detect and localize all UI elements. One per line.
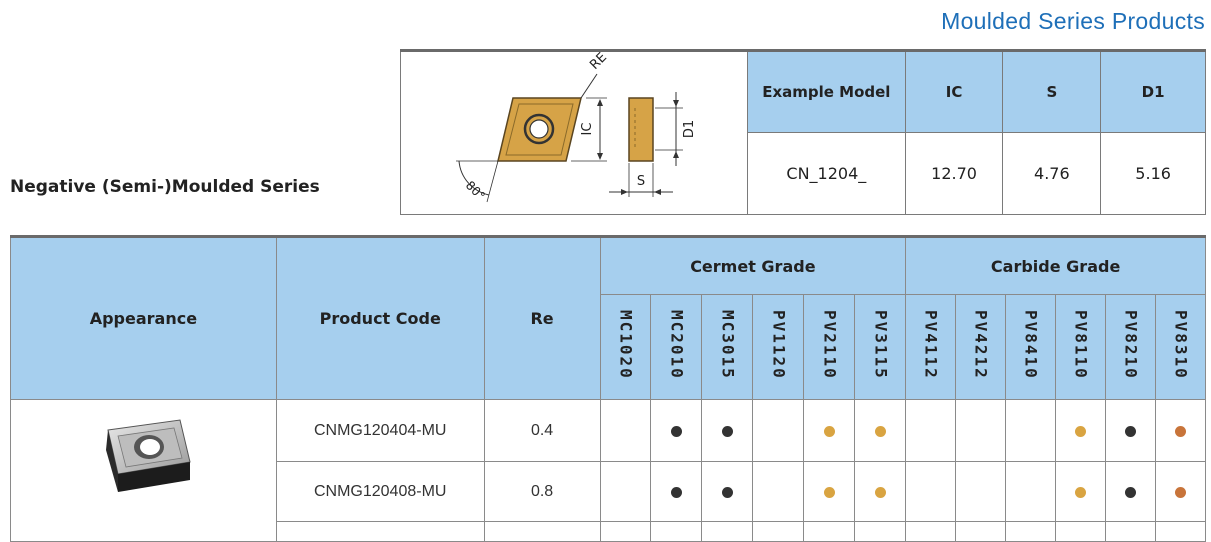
grade-pv8210-header: PV8210 (1105, 294, 1156, 400)
re-label: RE (588, 52, 611, 73)
grade-pv1120-header: PV1120 (752, 294, 805, 400)
grade-cell (905, 461, 957, 522)
insert-product-image (106, 419, 192, 492)
grade-cell (854, 399, 907, 462)
series-title: Negative (Semi-)Moulded Series (10, 177, 320, 197)
grade-cell (650, 399, 703, 462)
availability-dot (1125, 487, 1137, 498)
grade-cell (1105, 461, 1156, 522)
product-code-header: Product Code (275, 236, 485, 400)
s-label: S (637, 174, 645, 189)
grade-cell (1055, 461, 1107, 522)
availability-dot (1175, 426, 1186, 437)
grade-mc1020-header: MC1020 (599, 294, 652, 400)
s-header: S (1002, 50, 1102, 133)
appearance-cell (10, 399, 277, 542)
example-model-value: CN_1204_ (746, 132, 906, 215)
ic-header: IC (904, 50, 1004, 133)
grade-cell (905, 399, 957, 462)
table-row: CNMG120404-MU 0.4 (10, 399, 1206, 542)
carbide-grade-header: Carbide Grade (905, 236, 1206, 295)
availability-dot (823, 426, 835, 437)
availability-dot (670, 426, 682, 437)
availability-dot (670, 487, 682, 498)
availability-dot (1175, 487, 1186, 498)
angle-label: 80° (463, 178, 488, 203)
insert-edge (505, 103, 575, 156)
grade-cell (650, 461, 703, 522)
re-cell: 0.8 (483, 461, 601, 522)
grade-cell (803, 461, 856, 522)
grade-pv8410-header: PV8410 (1005, 294, 1057, 400)
grade-cell (854, 461, 907, 522)
availability-dot (1125, 426, 1137, 437)
grade-cell (955, 399, 1007, 462)
availability-dot (1075, 487, 1087, 498)
product-code-cell: CNMG120408-MU (275, 461, 485, 522)
product-code-cell: CNMG120404-MU (275, 399, 485, 462)
d1-value: 5.16 (1100, 132, 1206, 215)
insert-side-view (628, 97, 655, 162)
s-value: 4.76 (1002, 132, 1102, 215)
grade-pv4112-header: PV4112 (905, 294, 957, 400)
ic-value: 12.70 (904, 132, 1004, 215)
grade-cell (1105, 399, 1156, 462)
grade-pv8110-header: PV8110 (1055, 294, 1107, 400)
re-leader (581, 73, 598, 99)
grade-mc2010-header: MC2010 (650, 294, 703, 400)
re-header: Re (483, 236, 601, 400)
d1-label: D1 (682, 120, 697, 138)
availability-dot (874, 487, 886, 498)
d1-header: D1 (1100, 50, 1206, 133)
example-model-header: Example Model (746, 50, 906, 133)
grade-mc3015-header: MC3015 (701, 294, 754, 400)
grade-cell (803, 399, 856, 462)
grade-pv2110-header: PV2110 (803, 294, 856, 400)
grade-pv4212-header: PV4212 (955, 294, 1007, 400)
availability-dot (721, 487, 733, 498)
availability-dot (1075, 426, 1087, 437)
grade-cell (1155, 399, 1206, 462)
grade-cell (1055, 399, 1107, 462)
grade-cell (752, 461, 805, 522)
availability-dot (874, 426, 886, 437)
example-model-table: RE IC 80° (400, 49, 1206, 215)
re-cell: 0.4 (483, 399, 601, 462)
ic-label: IC (580, 123, 595, 136)
table-row: CNMG120408-MU 0.8 (11, 461, 1206, 522)
grade-cell (599, 461, 652, 522)
availability-dot (721, 426, 733, 437)
grade-cell (599, 399, 652, 462)
brand-title: Moulded Series Products (941, 8, 1205, 34)
grade-cell (1005, 399, 1057, 462)
grade-pv3115-header: PV3115 (854, 294, 907, 400)
availability-dot (823, 487, 835, 498)
product-table: Appearance Product Code Re Cermet Grade … (10, 235, 1206, 542)
grade-cell (1155, 461, 1206, 522)
insert-hole-inner (529, 119, 550, 139)
insert-dimension-diagram: RE IC 80° (456, 50, 697, 203)
grade-cell (701, 399, 754, 462)
grade-cell (955, 461, 1007, 522)
grade-cell (1005, 461, 1057, 522)
grade-cell (752, 399, 805, 462)
insert-diagram: RE IC 80° (400, 50, 748, 215)
appearance-header: Appearance (10, 236, 277, 400)
grade-cell (701, 461, 754, 522)
cermet-grade-header: Cermet Grade (599, 236, 907, 295)
grade-pv8310-header: PV8310 (1155, 294, 1206, 400)
